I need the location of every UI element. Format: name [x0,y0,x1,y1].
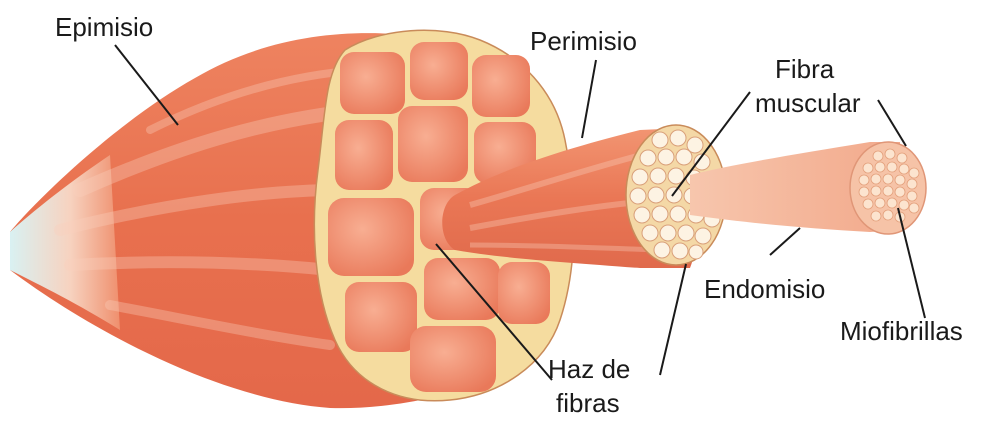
leader-miofibrillas-top [878,100,906,146]
label-perimisio: Perimisio [530,26,637,56]
leader-perimisio [582,60,596,138]
label-haz-line2: fibras [556,388,620,418]
label-endomisio: Endomisio [704,274,825,304]
leader-endomisio-fascicle [660,264,686,375]
leader-endomisio [770,228,800,255]
label-epimisio: Epimisio [55,12,153,42]
label-fibra-line2: muscular [755,88,861,118]
label-fibra-line1: Fibra [775,54,835,84]
muscle-fiber [690,142,926,234]
label-miofibrillas: Miofibrillas [840,316,963,346]
label-haz-line1: Haz de [548,354,630,384]
